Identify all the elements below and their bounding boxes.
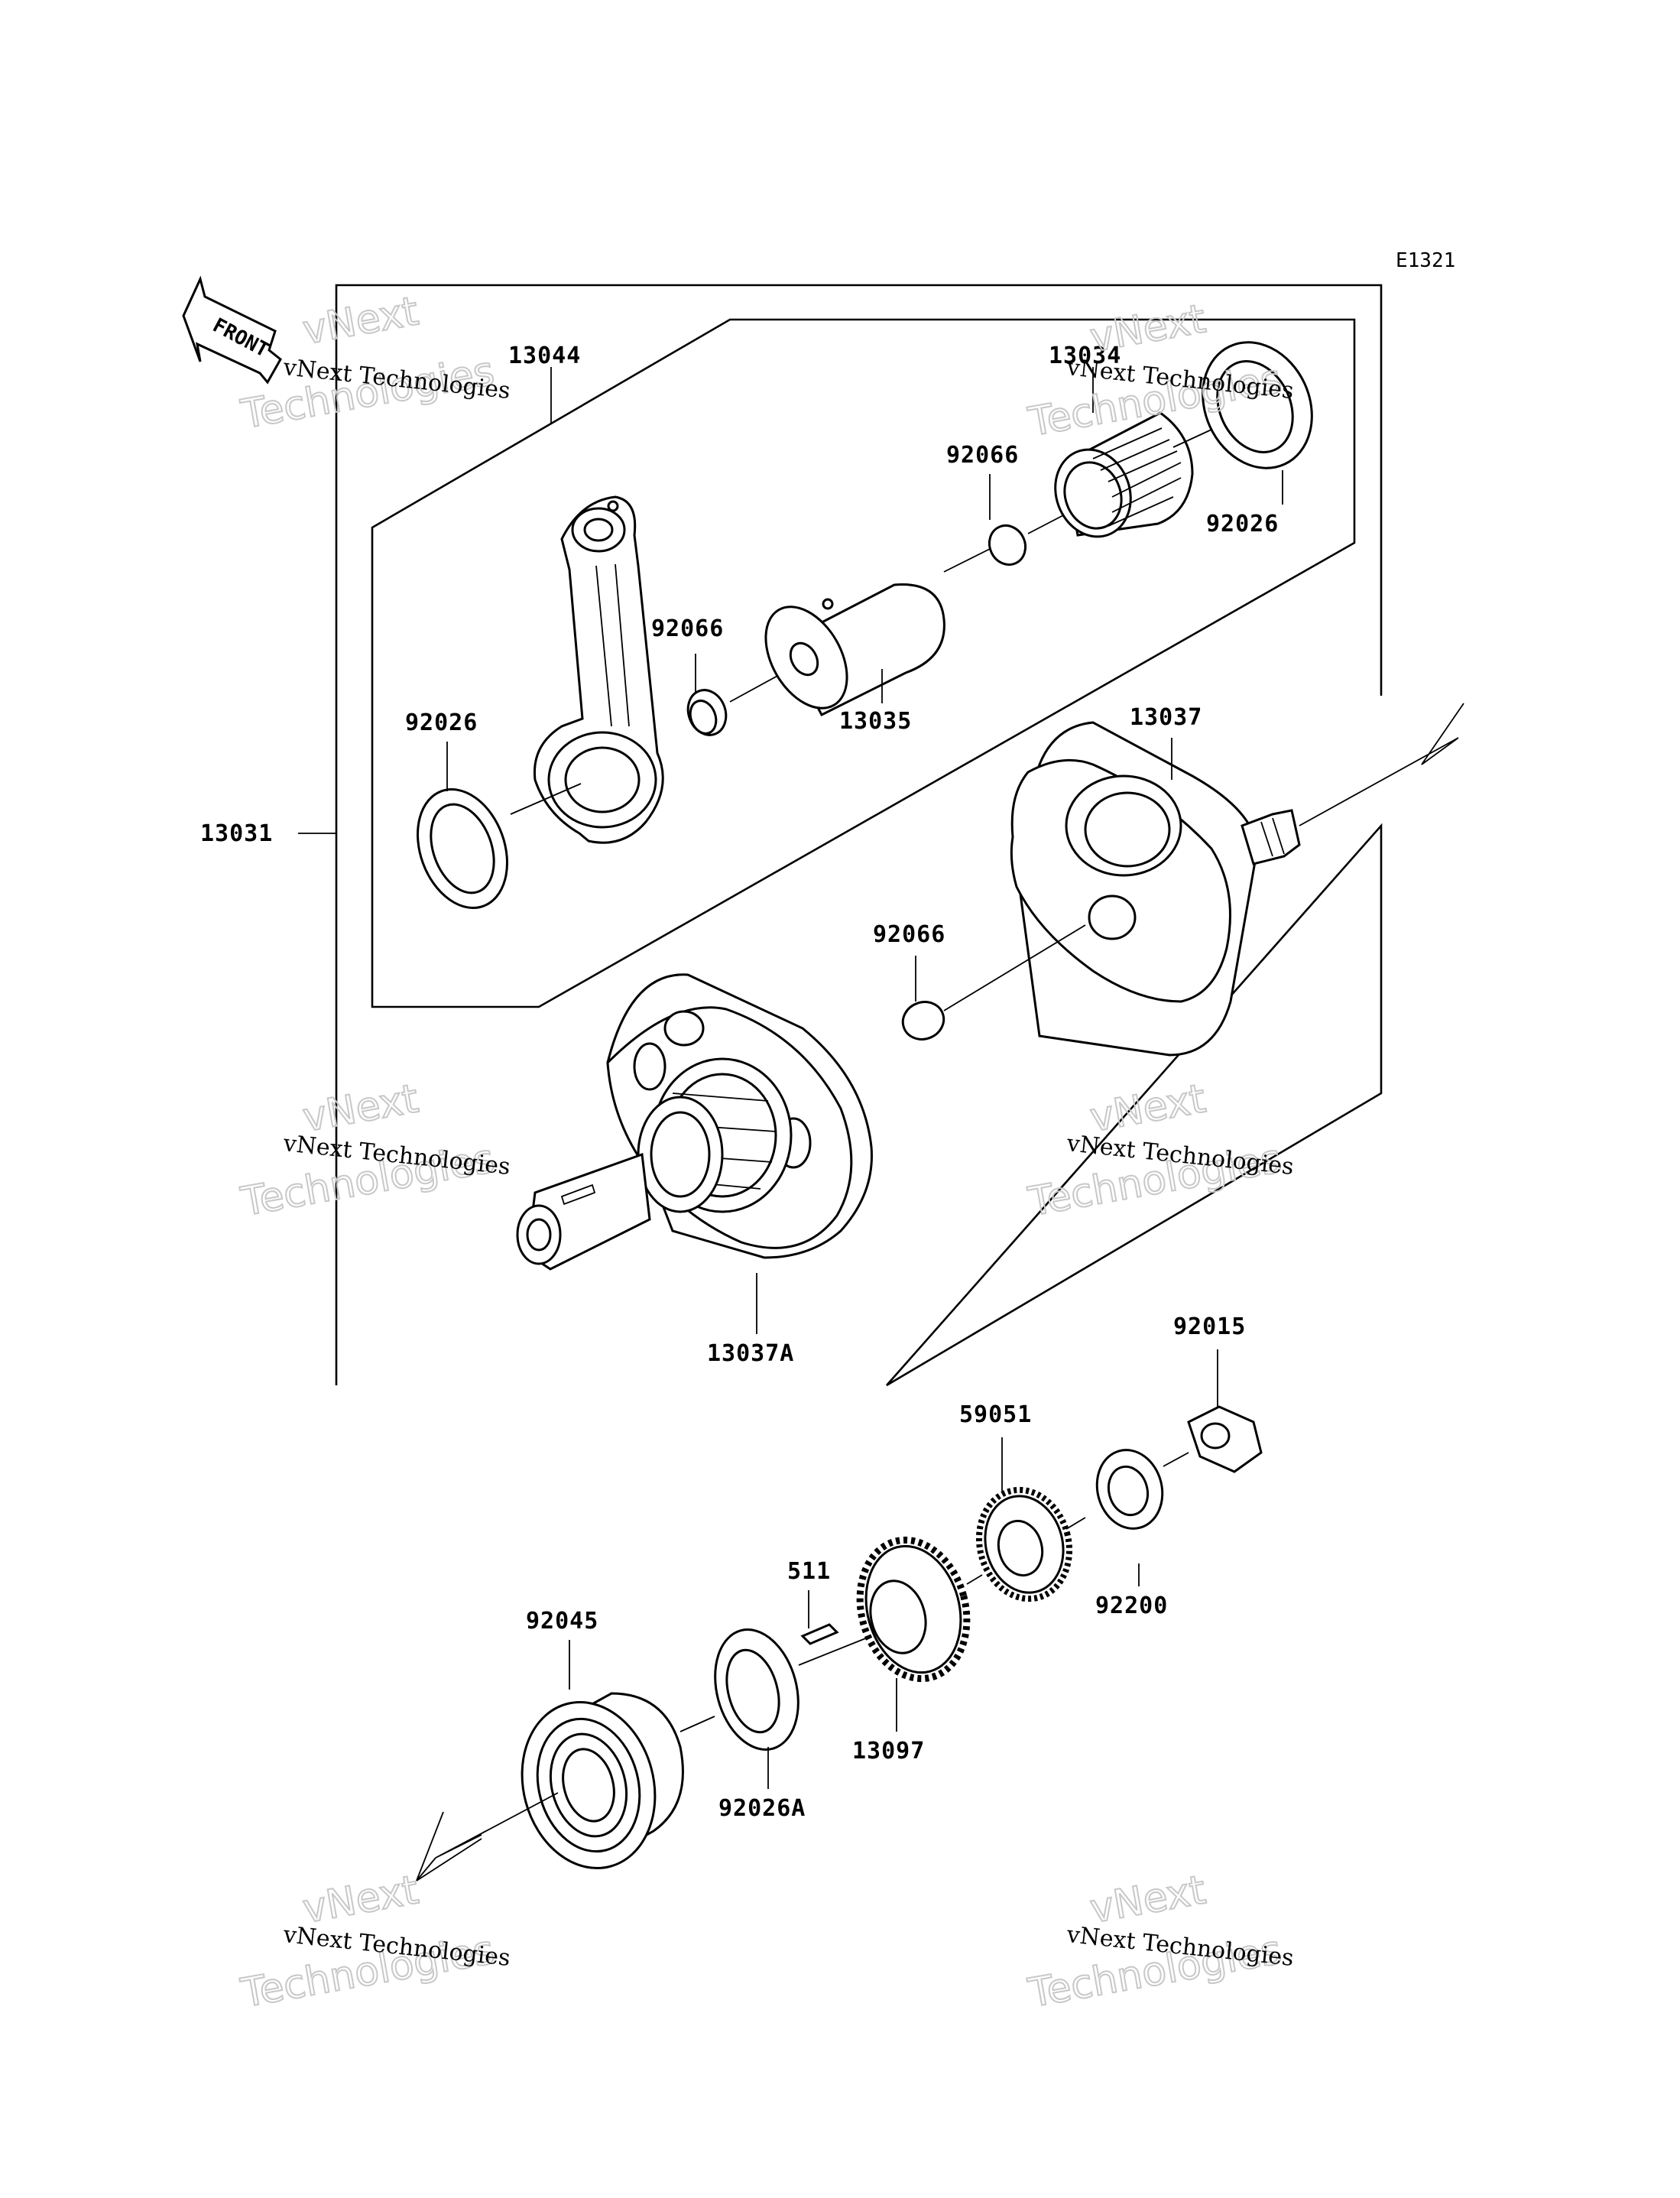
assembly-outline [335,284,1383,1387]
crank-gear [856,1536,971,1683]
thrust-washer-a [714,1628,799,1751]
label-13034: 13034 [1049,343,1121,369]
label-59051: 59051 [959,1401,1032,1428]
label-13097: 13097 [852,1738,925,1765]
svg-text:vNext: vNext [1087,296,1209,361]
balancer-gear [975,1486,1073,1602]
label-92015: 92015 [1173,1313,1246,1340]
label-92200: 92200 [1095,1592,1168,1619]
watermark-top-right: vNext Technologies vNext Technologies [1024,295,1295,446]
crank-web-right [1010,721,1301,1057]
front-arrow-icon: FRONT [182,275,282,385]
label-13035: 13035 [839,708,912,735]
label-92066-lower: 92066 [873,921,945,948]
svg-text:vNext: vNext [300,1076,422,1141]
thrust-washer-right [1202,341,1313,469]
label-92045: 92045 [526,1608,598,1635]
label-92066-left: 92066 [651,615,724,642]
bushing-lower [901,1001,945,1041]
woodruff-key [800,1623,839,1645]
svg-text:vNext: vNext [300,1867,422,1932]
thrust-washer-left [417,788,508,909]
bushing-upper [988,524,1027,566]
diagram-code: E1321 [1396,249,1455,272]
label-92026-left: 92026 [405,709,478,736]
label-13044: 13044 [508,343,581,369]
needle-bearing [1054,411,1194,538]
crank-web-left [516,973,873,1271]
watermark-bottom-left: vNext Technologies vNext Technologies [237,1866,511,2018]
label-13037: 13037 [1130,704,1202,731]
ball-bearing [521,1692,684,1870]
label-92026A: 92026A [718,1795,806,1822]
nut [1187,1405,1263,1473]
subassembly-outline [371,318,1356,1008]
watermark-bottom-right: vNext Technologies vNext Technologies [1024,1866,1295,2018]
label-511: 511 [787,1558,831,1585]
label-92066-upper: 92066 [946,442,1019,469]
connecting-rod [533,495,664,844]
watermark-mid-left: vNext Technologies vNext Technologies [237,1075,511,1226]
crank-pin [764,583,945,716]
watermark-mid-right: vNext Technologies vNext Technologies [1024,1075,1295,1226]
label-13031: 13031 [200,820,273,847]
label-13037A: 13037A [707,1340,794,1367]
svg-text:vNext: vNext [1087,1076,1209,1141]
lock-washer [1095,1449,1164,1530]
svg-text:vNext: vNext [1087,1867,1209,1932]
label-92026-right: 92026 [1206,511,1279,537]
svg-text:vNext: vNext [300,288,422,353]
bushing-left [686,689,728,736]
